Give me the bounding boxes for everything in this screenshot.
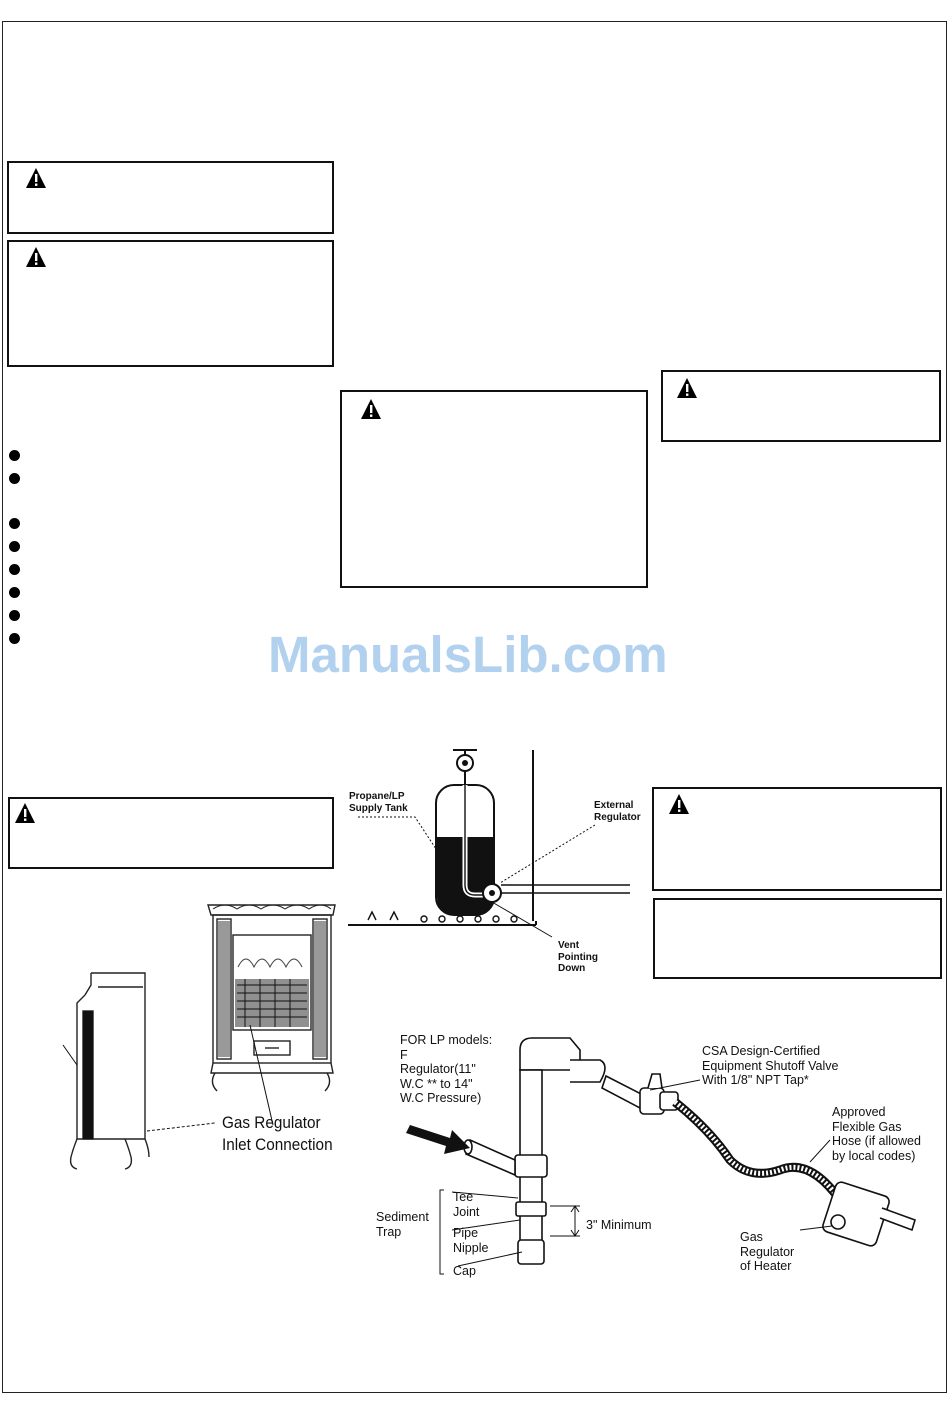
bullet-dot-icon bbox=[9, 633, 20, 644]
bullet-dot-icon bbox=[9, 564, 20, 575]
flexible-hose-label: Approved Flexible Gas Hose (if allowed b… bbox=[832, 1105, 921, 1163]
vent-label: Vent Pointing Down bbox=[558, 940, 598, 974]
warning-box-5 bbox=[8, 797, 334, 869]
warning-triangle-icon bbox=[15, 803, 35, 823]
minimum-label: 3" Minimum bbox=[586, 1218, 652, 1232]
external-regulator-label: External Regulator bbox=[594, 800, 641, 823]
heater-figure bbox=[62, 904, 336, 1170]
bullet-dot-icon bbox=[9, 450, 20, 461]
warning-box-4 bbox=[661, 370, 941, 442]
bullet-dot-icon bbox=[9, 518, 20, 529]
notice-box bbox=[653, 898, 942, 979]
bullet-dot-icon bbox=[9, 541, 20, 552]
warning-box-3 bbox=[340, 390, 648, 588]
watermark: ManualsLib.com bbox=[268, 626, 668, 683]
supply-tank-label: Propane/LP Supply Tank bbox=[349, 791, 408, 814]
gas-regulator-inlet-label: Gas Regulator Inlet Connection bbox=[222, 1113, 333, 1154]
warning-triangle-icon bbox=[26, 247, 46, 267]
lp-regulator-note: FOR LP models: F Regulator(11" W.C ** to… bbox=[400, 1033, 493, 1105]
cap-label: Cap bbox=[453, 1264, 476, 1278]
bullet-dot-icon bbox=[9, 587, 20, 598]
gas-connection-figure bbox=[406, 1037, 916, 1275]
heater-regulator-label: Gas Regulator of Heater bbox=[740, 1230, 795, 1273]
warning-triangle-icon bbox=[26, 168, 46, 188]
shutoff-valve-label: CSA Design-Certified Equipment Shutoff V… bbox=[702, 1044, 839, 1087]
propane-tank-figure bbox=[348, 749, 630, 938]
bullet-dot-icon bbox=[9, 473, 20, 484]
page-frame bbox=[2, 21, 947, 1393]
warning-triangle-icon bbox=[677, 378, 697, 398]
warning-box-1 bbox=[7, 161, 334, 234]
warning-box-2 bbox=[7, 240, 334, 367]
warning-triangle-icon bbox=[361, 399, 381, 419]
warning-box-6 bbox=[652, 787, 942, 891]
tee-joint-label: Tee Joint bbox=[453, 1190, 480, 1219]
sediment-trap-label: Sediment Trap bbox=[376, 1210, 429, 1239]
bullet-dot-icon bbox=[9, 610, 20, 621]
warning-triangle-icon bbox=[669, 794, 689, 814]
pipe-nipple-label: Pipe Nipple bbox=[453, 1226, 489, 1255]
